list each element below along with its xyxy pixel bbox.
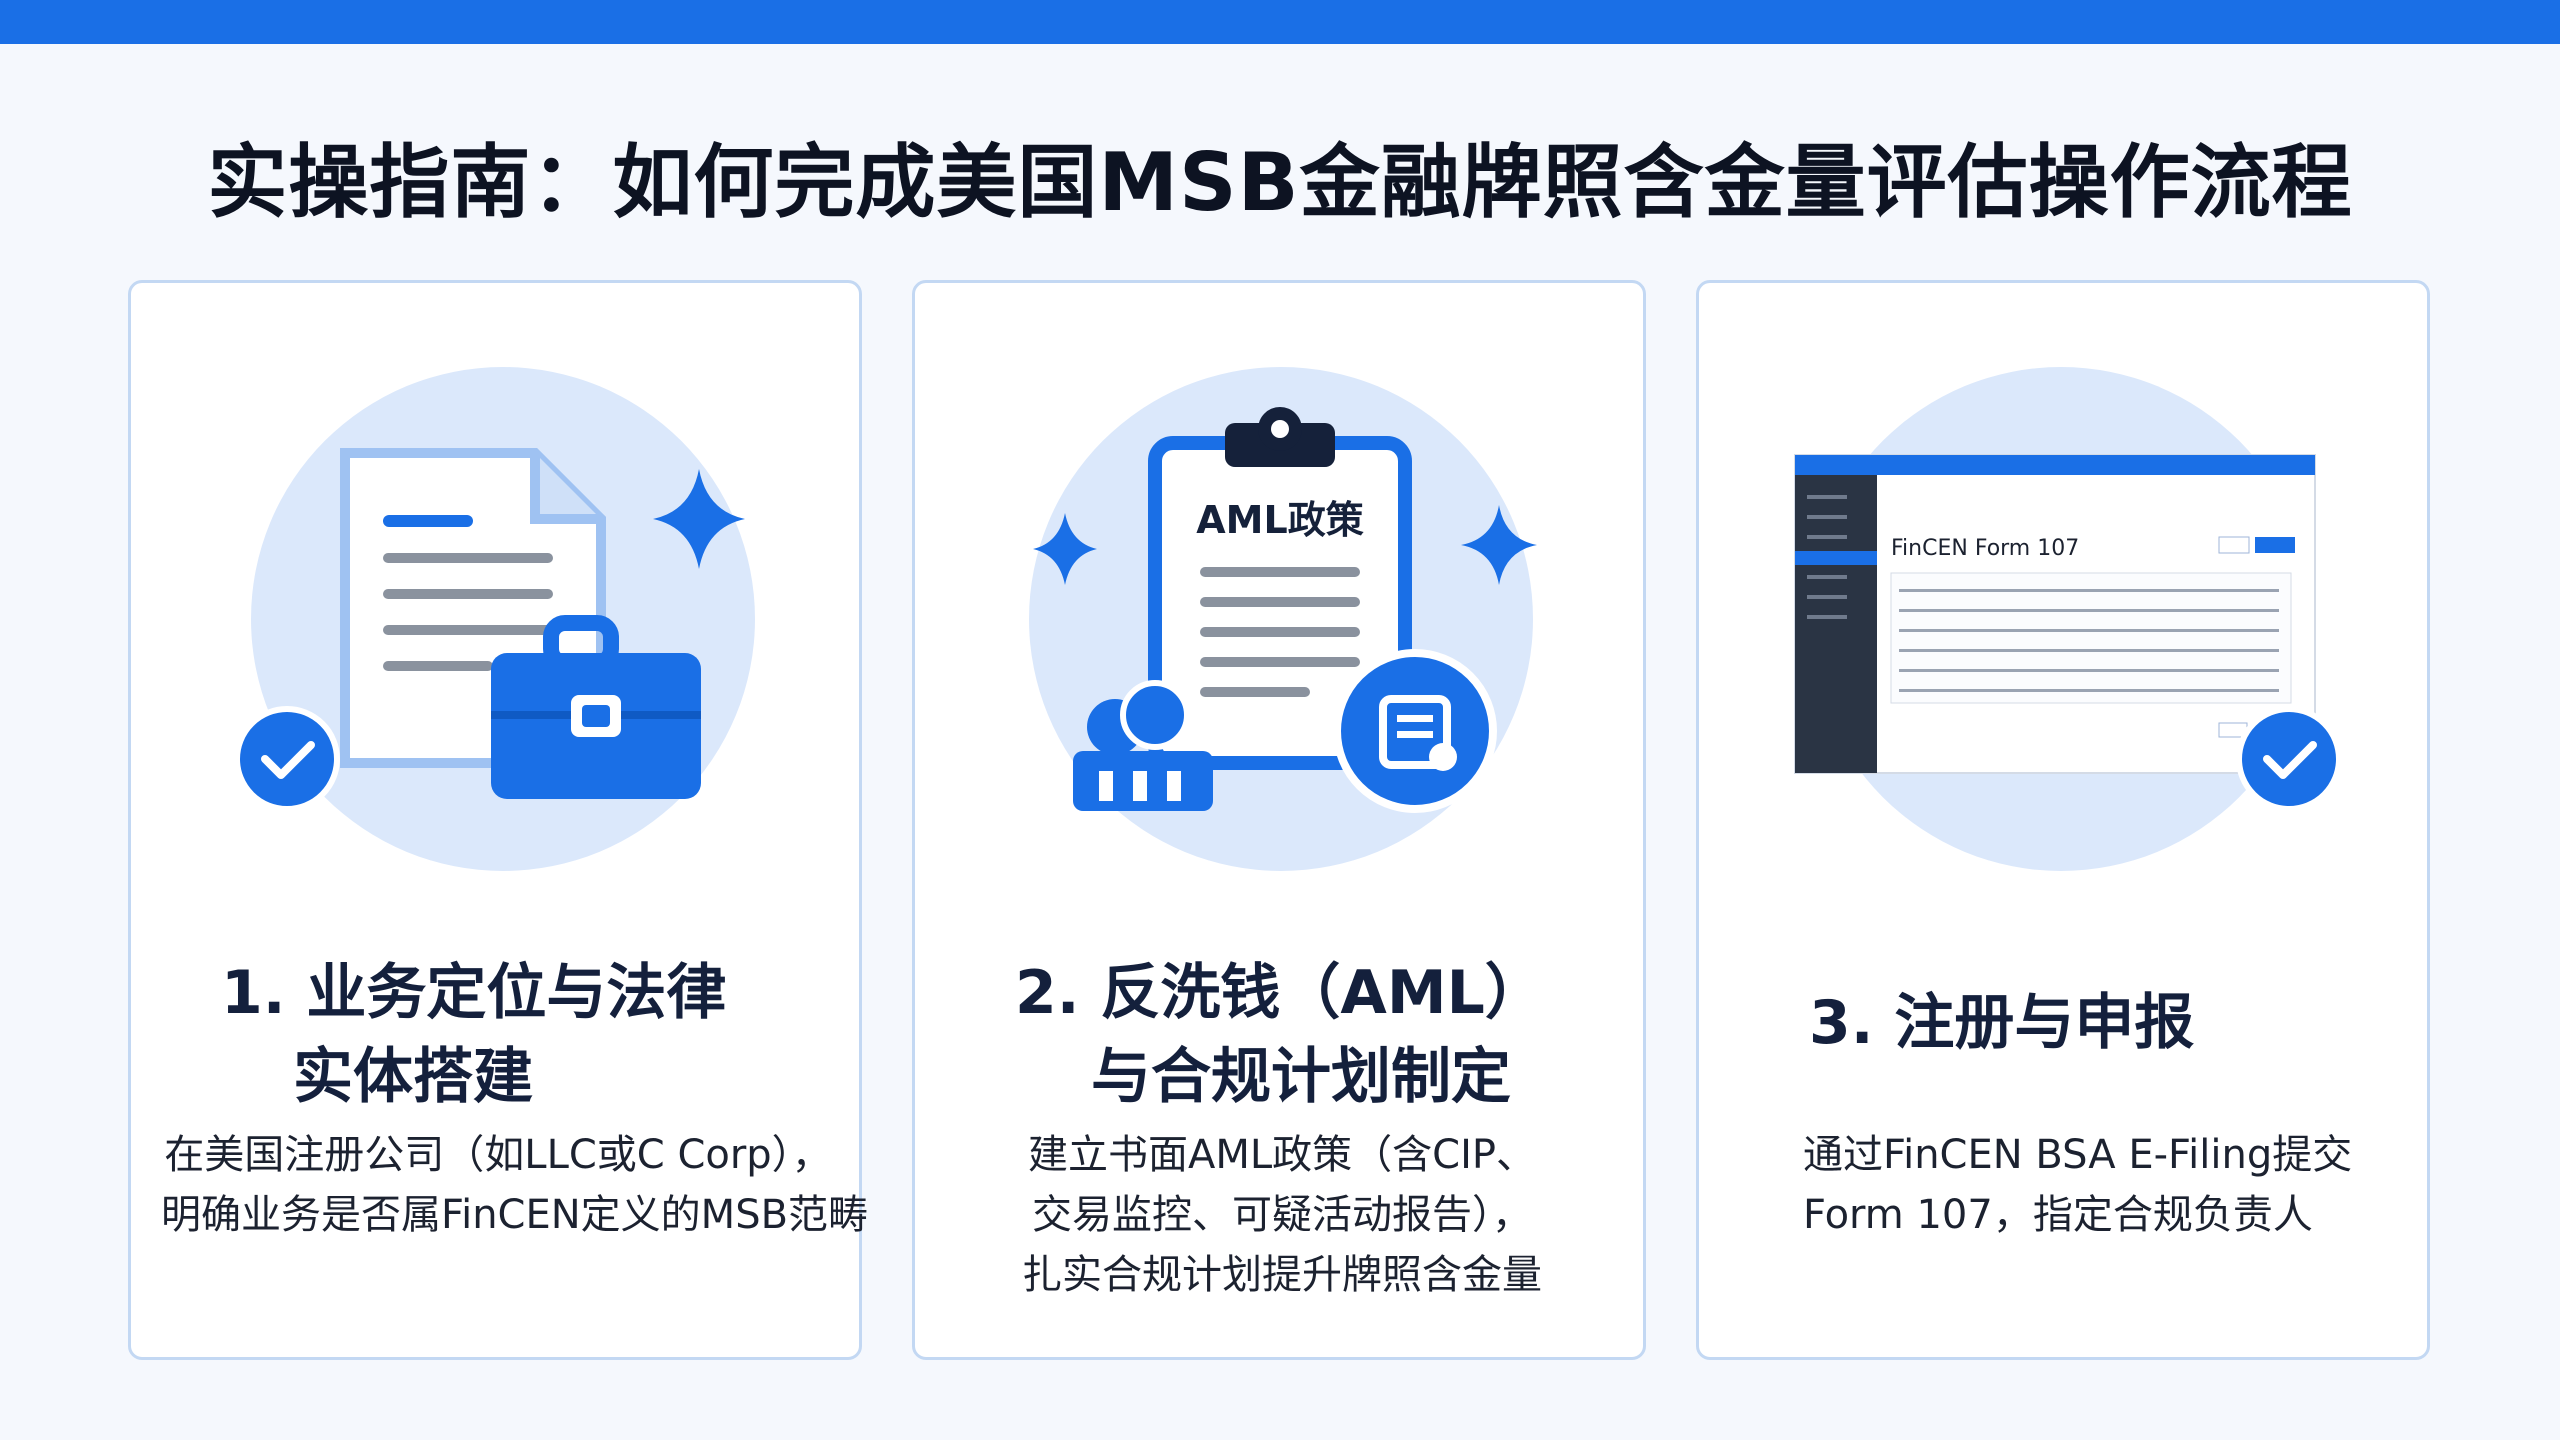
step-2-desc-line1: 建立书面AML政策（含CIP、 bbox=[1027, 1132, 1536, 1178]
step-2-title-line1: 2. 反洗钱（AML） bbox=[1015, 958, 1545, 1028]
step-3-title: 3. 注册与申报 bbox=[1809, 981, 2463, 1065]
page-title: 实操指南：如何完成美国MSB金融牌照含金量评估操作流程 bbox=[207, 136, 2353, 229]
clipboard-icon: AML政策 bbox=[1148, 407, 1412, 770]
team-icon bbox=[1073, 680, 1213, 811]
step-2-desc-line2: 交易监控、可疑活动报告）， bbox=[1032, 1192, 1532, 1238]
step-2-title-line2: 与合规计划制定 bbox=[1091, 1042, 1511, 1112]
step-3-desc-line1: 通过FinCEN BSA E-Filing提交 bbox=[1803, 1132, 2353, 1178]
screen-heading: FinCEN Form 107 bbox=[1891, 536, 2079, 561]
top-accent-bar bbox=[0, 0, 2560, 44]
step-card-3: FinCEN Form 107 3 bbox=[1696, 280, 2430, 1360]
step-3-desc-line2: Form 107，指定合规负责人 bbox=[1803, 1192, 2313, 1238]
step-1-title: 1. 业务定位与法律 实体搭建 bbox=[221, 951, 875, 1119]
clipboard-label: AML政策 bbox=[1196, 498, 1363, 542]
dashboard-screenshot-icon: FinCEN Form 107 bbox=[1794, 454, 2316, 774]
sparkle-icon bbox=[1033, 513, 1097, 585]
sparkle-icon bbox=[653, 469, 745, 569]
step-2-description: 建立书面AML政策（含CIP、 交易监控、可疑活动报告）， 扎实合规计划提升牌照… bbox=[945, 1125, 1619, 1305]
step-card-2: AML政策 bbox=[912, 280, 1646, 1360]
step-3-title-line1: 3. 注册与申报 bbox=[1809, 988, 2195, 1058]
report-icon bbox=[1333, 649, 1497, 813]
sparkle-icon bbox=[1461, 505, 1537, 585]
step-1-illustration bbox=[131, 283, 865, 923]
check-icon bbox=[2236, 706, 2342, 812]
step-3-description: 通过FinCEN BSA E-Filing提交 Form 107，指定合规负责人 bbox=[1803, 1125, 2403, 1245]
check-icon bbox=[234, 706, 340, 812]
step-1-title-line2: 实体搭建 bbox=[293, 1042, 533, 1112]
step-2-title: 2. 反洗钱（AML） 与合规计划制定 bbox=[1015, 951, 1669, 1119]
step-2-desc-line3: 扎实合规计划提升牌照含金量 bbox=[1022, 1252, 1542, 1298]
step-card-1: 1. 业务定位与法律 实体搭建 在美国注册公司（如LLC或C Corp）， 明确… bbox=[128, 280, 869, 1360]
step-1-desc-line2: 明确业务是否属FinCEN定义的MSB范畴 bbox=[161, 1192, 869, 1238]
step-1-title-line1: 1. 业务定位与法律 bbox=[221, 958, 727, 1028]
step-3-illustration: FinCEN Form 107 bbox=[1699, 283, 2433, 923]
step-1-description: 在美国注册公司（如LLC或C Corp）， 明确业务是否属FinCEN定义的MS… bbox=[161, 1125, 869, 1245]
step-2-illustration: AML政策 bbox=[915, 283, 1649, 923]
step-1-desc-line1: 在美国注册公司（如LLC或C Corp）， bbox=[164, 1132, 832, 1178]
briefcase-icon bbox=[491, 615, 701, 799]
